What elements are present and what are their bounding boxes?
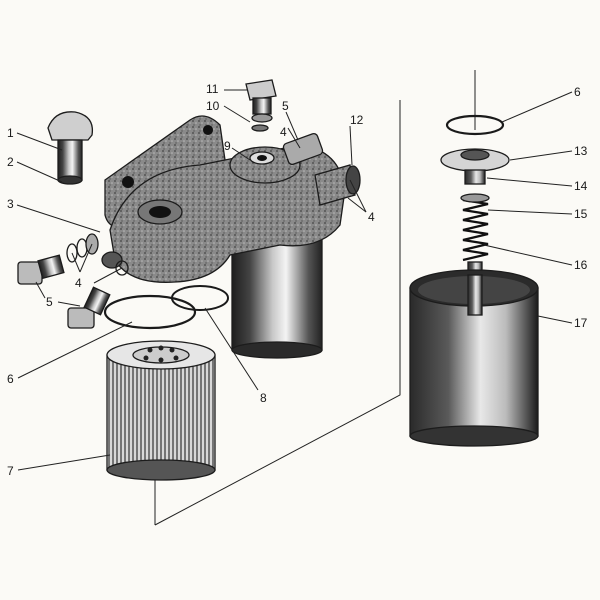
callout-2: 2 (7, 155, 14, 169)
callout-12: 12 (350, 113, 364, 127)
gasket-part-8 (171, 285, 229, 311)
callout-1: 1 (7, 126, 14, 140)
callout-4-right: 4 (368, 210, 375, 224)
callout-leader-lines (16, 89, 573, 471)
callout-8: 8 (260, 391, 267, 405)
washers-part-10 (251, 113, 273, 132)
filter-bowl-part-17 (409, 269, 539, 447)
callout-10: 10 (206, 99, 220, 113)
filter-housing-body (101, 115, 361, 359)
callout-5-top: 5 (282, 99, 289, 113)
bolt-part-1 (47, 111, 94, 185)
spring-part-15 (460, 193, 490, 262)
spring-retainer-part-14 (464, 169, 486, 185)
callout-3: 3 (7, 197, 14, 211)
callout-7: 7 (7, 464, 14, 478)
left-drain-plug-part-5 (17, 254, 65, 285)
callout-6-left: 6 (7, 372, 14, 386)
top-bolt-part-11 (245, 79, 277, 115)
callout-16: 16 (574, 258, 588, 272)
seal-ring-part-6-left (103, 294, 197, 330)
callout-14: 14 (574, 179, 588, 193)
callout-6-right: 6 (574, 85, 581, 99)
callout-4-top: 4 (280, 125, 287, 139)
callout-9: 9 (224, 139, 231, 153)
small-washer-part-4-lower (115, 260, 129, 276)
seal-ring-part-6-right (445, 114, 505, 136)
callout-13: 13 (574, 144, 588, 158)
callout-15: 15 (574, 207, 588, 221)
port-fitting-part-5-right (282, 132, 324, 166)
lower-plug-part-5 (67, 286, 111, 329)
callout-17: 17 (574, 316, 588, 330)
washers-part-4-left (66, 233, 99, 263)
callout-11: 11 (206, 82, 219, 96)
callout-5-left: 5 (46, 295, 53, 309)
callout-labels: 1 2 3 4 4 4 5 5 6 6 7 8 9 10 11 12 13 14… (7, 82, 588, 478)
callout-4-left: 4 (75, 276, 82, 290)
filter-element-part-7 (106, 340, 216, 481)
cover-part-13 (440, 148, 510, 172)
